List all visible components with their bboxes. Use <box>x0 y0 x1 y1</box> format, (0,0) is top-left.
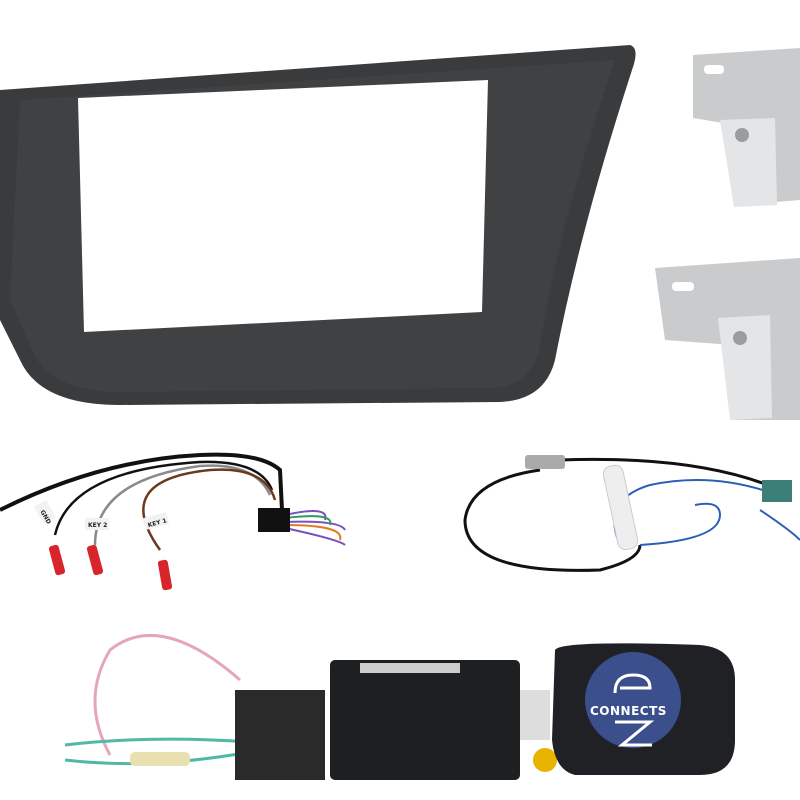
screen-opening <box>78 80 488 332</box>
antenna-adapter <box>463 455 800 572</box>
ignition-lead: GND KEY 2 KEY 1 <box>0 452 346 591</box>
double-din-fascia <box>0 45 636 405</box>
wire-label-key1: KEY 1 <box>147 517 168 529</box>
wire-label-key2: KEY 2 <box>88 522 107 529</box>
steering-wheel-interface: CONNECTS <box>64 634 735 780</box>
connects2-logo: CONNECTS <box>590 704 667 718</box>
mounting-bracket-bottom <box>655 258 800 420</box>
mounting-bracket-top <box>693 48 800 207</box>
